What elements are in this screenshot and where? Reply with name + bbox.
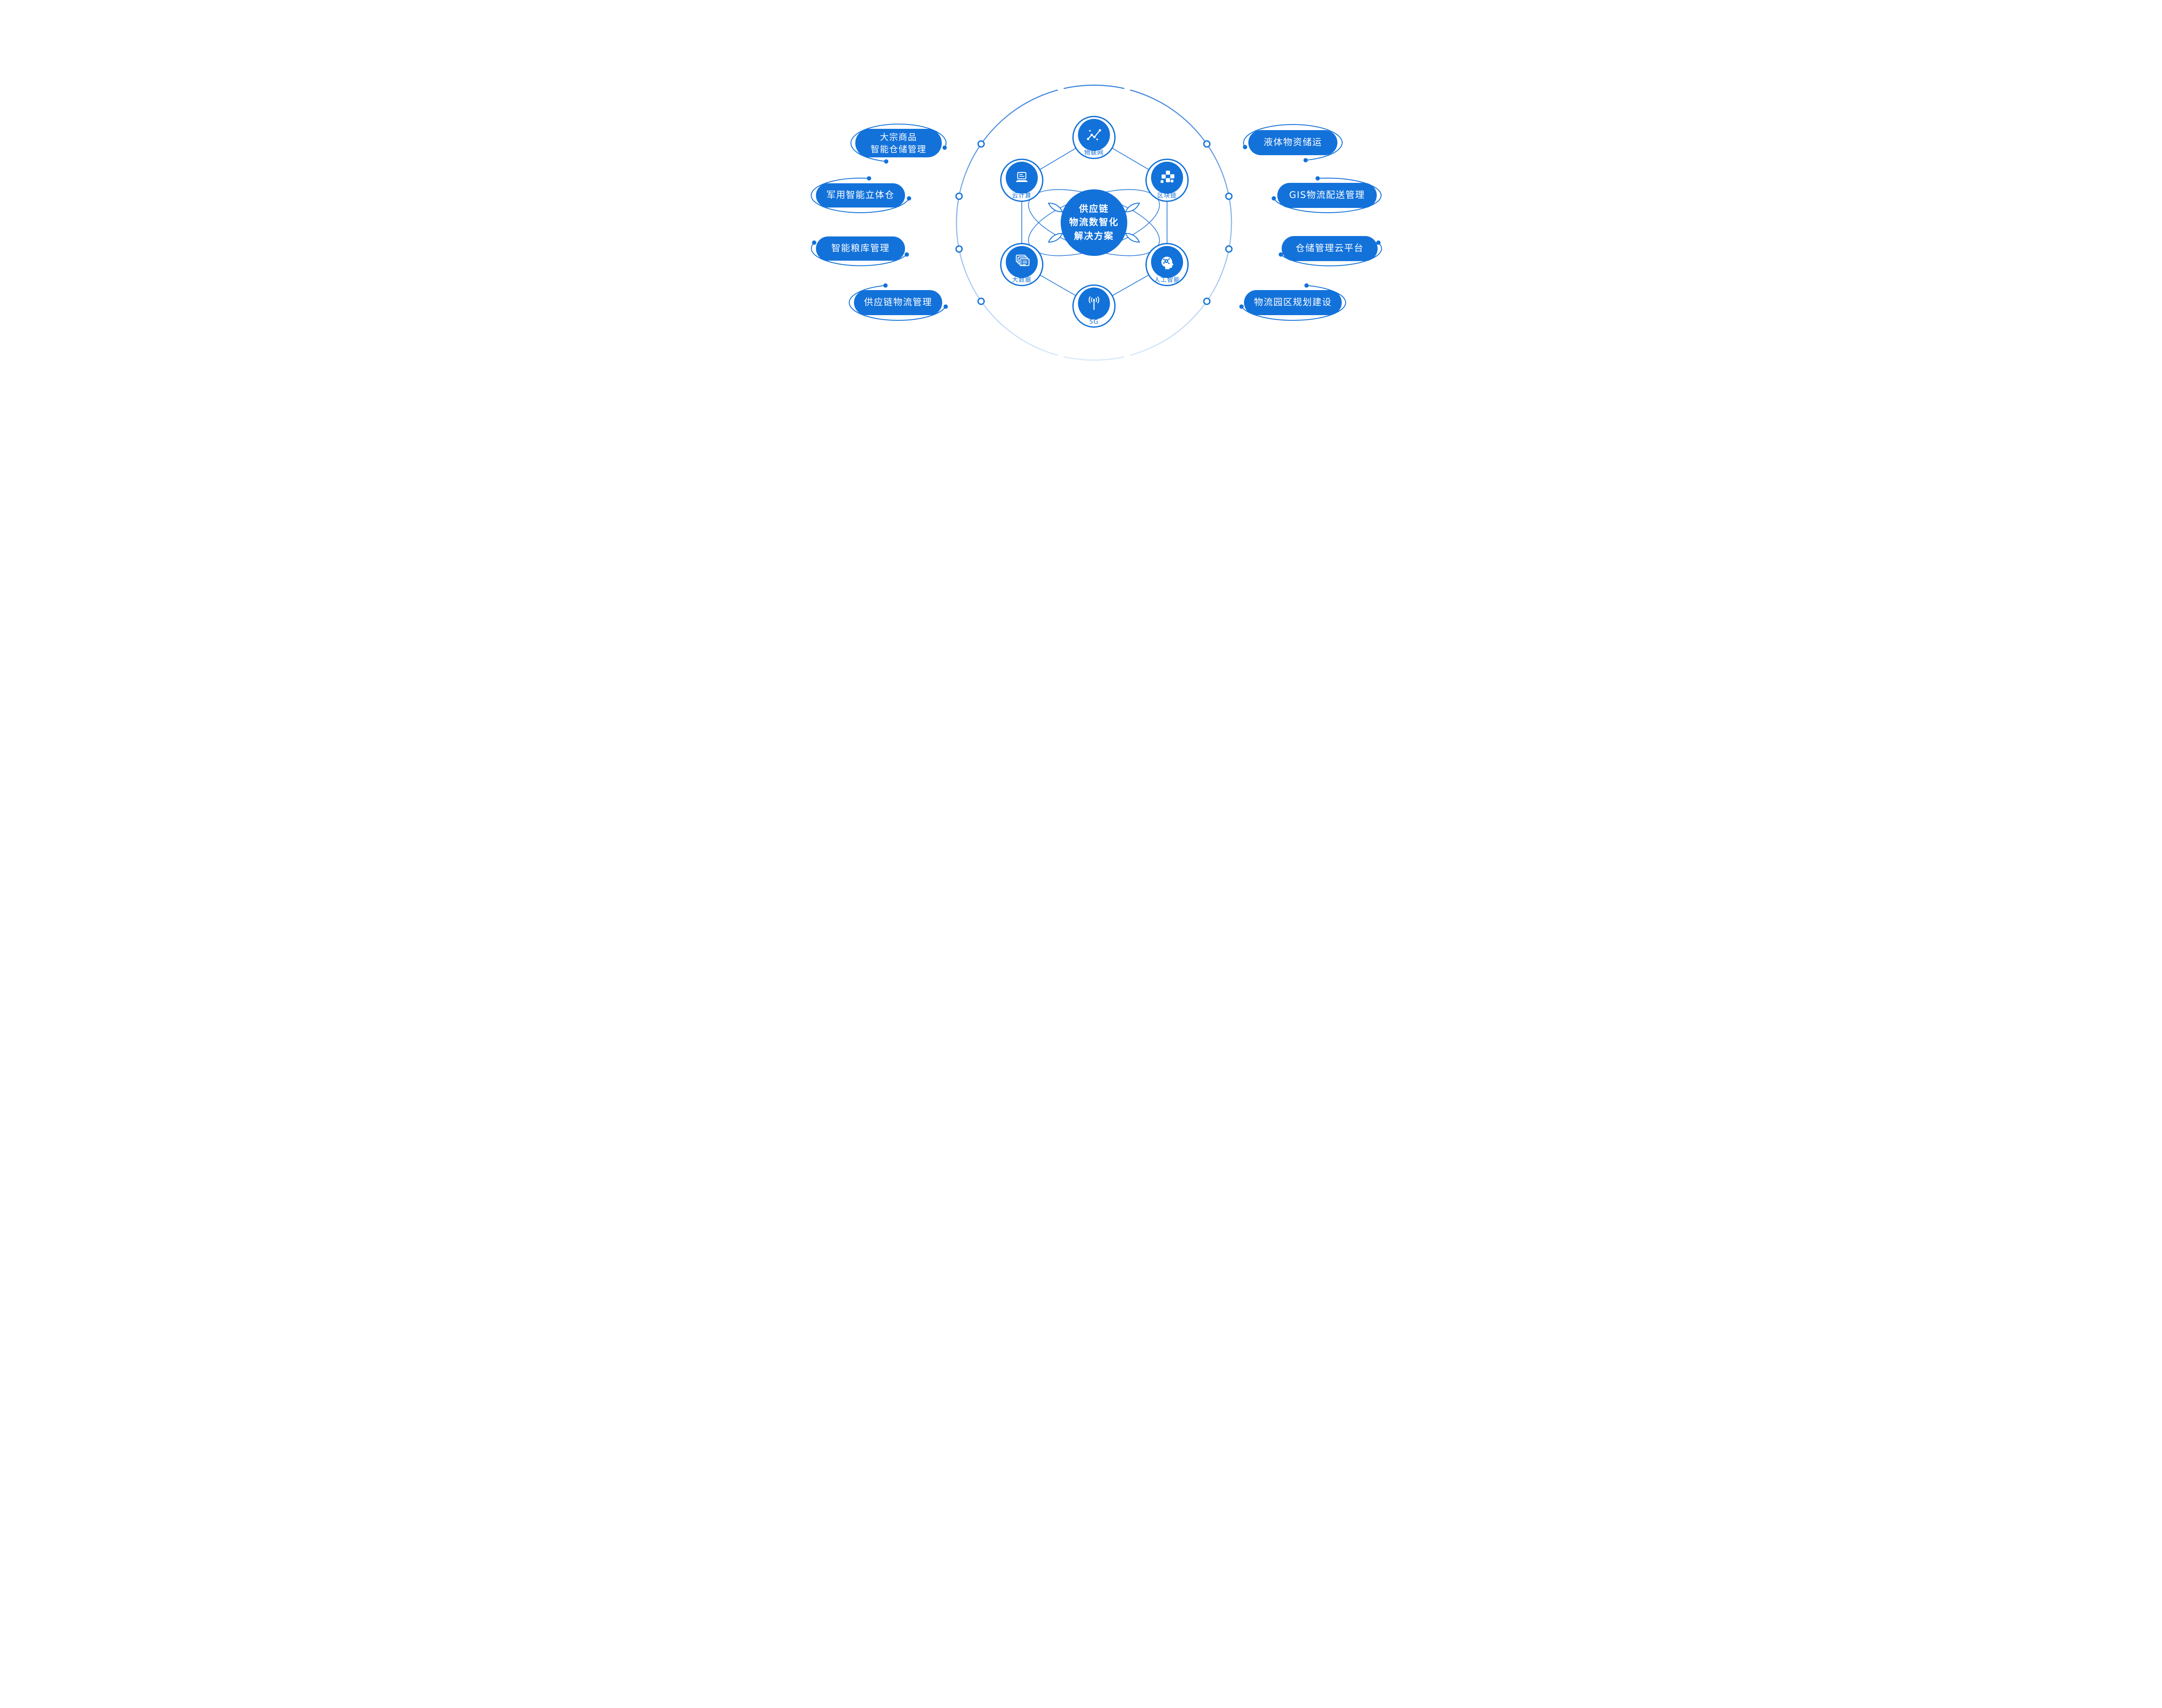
tech-node-label: 云计算 xyxy=(1012,192,1032,199)
swoosh-end-dot xyxy=(1279,252,1283,257)
pill-label-line: 智能粮库管理 xyxy=(831,243,890,254)
swoosh-end-dot xyxy=(812,240,816,245)
swoosh-end-dot xyxy=(1303,158,1308,163)
ring-node-dot xyxy=(1203,140,1211,148)
pill-smart-grain-depot: 智能粮库管理 xyxy=(816,236,905,261)
ring-node-dot xyxy=(1225,192,1233,200)
ring-node-dot xyxy=(955,245,963,253)
hub-title-line: 解决方案 xyxy=(1074,230,1114,241)
antenna-5g-icon xyxy=(1078,287,1110,319)
tech-node-label: 物联网 xyxy=(1084,150,1104,156)
diagram-canvas: 供应链 物流数智化 解决方案 物联网 xyxy=(755,0,1407,427)
pill-label-line: 大宗商品 xyxy=(880,132,917,142)
tech-node-ai: 人工智能 xyxy=(1145,243,1189,286)
swoosh-end-dot xyxy=(942,145,947,150)
swoosh-end-dot xyxy=(867,176,871,181)
pill-gis-logistics-distribution: GIS物流配送管理 xyxy=(1277,183,1377,208)
tech-node-bigdata: 大数据 xyxy=(1000,243,1043,286)
swoosh-end-dot xyxy=(883,283,888,288)
hub-title-line: 物流数智化 xyxy=(1069,217,1119,228)
pill-label-line: GIS物流配送管理 xyxy=(1289,190,1365,201)
swoosh-end-dot xyxy=(1243,145,1247,150)
tech-node-5g: 5G xyxy=(1072,284,1116,328)
tech-node-label: 区块链 xyxy=(1157,192,1177,199)
swoosh-end-dot xyxy=(943,304,948,309)
pill-swoosh-arc xyxy=(1280,242,1382,267)
tech-node-iot: 物联网 xyxy=(1072,116,1116,159)
tech-node-label: 人工智能 xyxy=(1154,277,1180,284)
tech-node-blockchain: 区块链 xyxy=(1145,159,1189,202)
ring-node-dot xyxy=(977,140,985,148)
ring-gap-dot xyxy=(1124,353,1130,359)
pill-supply-chain-logistics: 供应链物流管理 xyxy=(854,290,942,315)
swoosh-end-dot xyxy=(884,159,889,164)
leaf-shape xyxy=(1125,202,1140,213)
pill-label-line: 液体物资储运 xyxy=(1263,137,1322,148)
hub-title-line: 供应链 xyxy=(1079,203,1109,214)
cloud-laptop-icon xyxy=(1006,162,1038,194)
pill-bulk-commodity-smart-warehouse: 大宗商品 智能仓储管理 xyxy=(855,129,942,157)
pill-label-line: 军用智能立体仓 xyxy=(826,190,895,201)
ring-node-dot xyxy=(1203,297,1211,305)
big-data-stack-icon xyxy=(1006,246,1038,278)
pill-swoosh-arc xyxy=(1243,124,1343,161)
pill-swoosh-arc xyxy=(811,178,910,213)
swoosh-end-dot xyxy=(1239,304,1244,309)
ring-gap-dot xyxy=(1058,86,1064,92)
pill-military-smart-warehouse: 军用智能立体仓 xyxy=(816,183,905,208)
center-hub: 供应链 物流数智化 解决方案 xyxy=(1061,189,1127,256)
tech-node-label: 大数据 xyxy=(1012,277,1032,284)
ring-gap-dot xyxy=(1058,353,1064,359)
pill-label-line: 智能仓储管理 xyxy=(870,144,927,154)
pill-warehouse-cloud-platform: 仓储管理云平台 xyxy=(1282,236,1378,261)
ring-node-dot xyxy=(955,192,963,200)
tech-node-label: 5G xyxy=(1089,319,1099,326)
pill-label-line: 物流园区规划建设 xyxy=(1254,297,1332,308)
pill-label-line: 仓储管理云平台 xyxy=(1295,243,1364,254)
swoosh-end-dot xyxy=(1315,176,1320,181)
swoosh-end-dot xyxy=(1304,283,1309,288)
pill-label-line: 供应链物流管理 xyxy=(864,297,932,308)
swoosh-end-dot xyxy=(1376,240,1381,245)
blockchain-icon xyxy=(1151,162,1183,194)
swoosh-end-dot xyxy=(1271,196,1276,201)
ring-node-dot xyxy=(1225,245,1233,253)
outer-ring xyxy=(956,84,1232,361)
swoosh-end-dot xyxy=(905,252,909,257)
ai-head-icon xyxy=(1151,246,1183,278)
pill-swoosh-arc xyxy=(811,242,907,266)
pill-liquid-materials-storage: 液体物资储运 xyxy=(1248,130,1337,155)
pill-swoosh-arc xyxy=(850,124,947,162)
iot-network-icon xyxy=(1078,119,1110,151)
ring-node-dot xyxy=(977,297,985,305)
leaf-shape xyxy=(1125,233,1140,243)
swoosh-end-dot xyxy=(907,196,911,201)
tech-node-cloud: 云计算 xyxy=(1000,159,1043,202)
pill-logistics-park-planning: 物流园区规划建设 xyxy=(1244,290,1342,315)
ring-gap-dot xyxy=(1124,86,1130,92)
